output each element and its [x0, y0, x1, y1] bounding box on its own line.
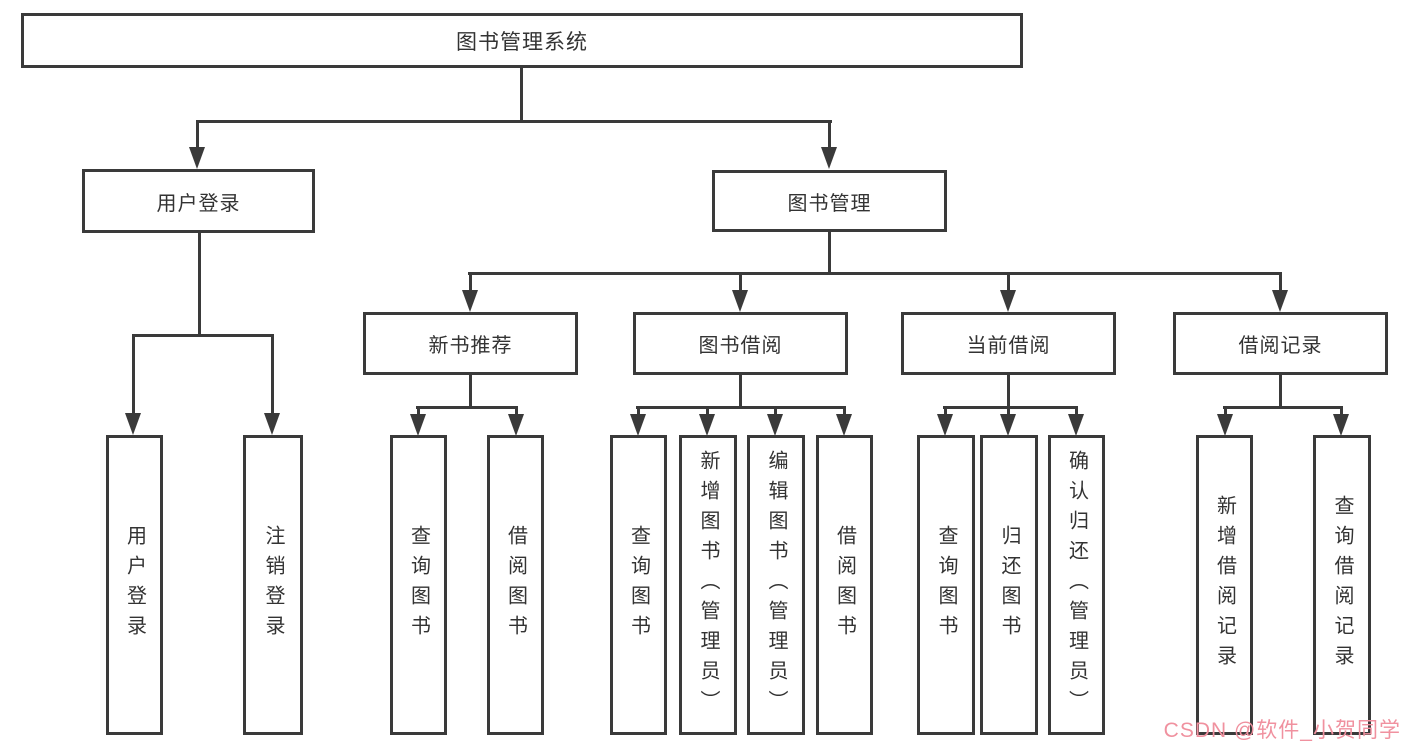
edge-drop	[1340, 406, 1343, 416]
edge-drop	[843, 406, 846, 416]
leaf-add-book-admin: 新增图书（管理员）	[679, 435, 737, 735]
node-label: 当前借阅	[966, 335, 1051, 357]
arrowhead-down-icon	[1333, 414, 1349, 436]
node-library-system: 图书管理系统	[21, 13, 1023, 68]
edge-drop-user-login	[196, 120, 199, 149]
edge-drop	[944, 406, 947, 416]
edge-drop-book-management	[828, 120, 831, 149]
leaf-borrow-books-borrowing: 借阅图书	[816, 435, 873, 735]
arrowhead-down-icon	[767, 414, 783, 436]
node-new-book-recommend: 新书推荐	[363, 312, 578, 375]
leaf-query-books-borrowing: 查询图书	[610, 435, 667, 735]
edge-book-management-bar	[468, 272, 1282, 275]
node-label: 用户登录	[123, 525, 146, 645]
leaf-return-books: 归还图书	[980, 435, 1038, 735]
node-label: 注销登录	[262, 525, 284, 645]
arrowhead-down-icon	[836, 414, 852, 436]
arrowhead-down-icon	[1068, 414, 1084, 436]
node-book-borrowing: 图书借阅	[633, 312, 848, 375]
arrowhead-down-icon	[699, 414, 715, 436]
leaf-add-borrow-record: 新增借阅记录	[1196, 435, 1253, 735]
node-user-login: 用户登录	[82, 169, 315, 233]
node-label: 确认归还（管理员）	[1065, 450, 1088, 720]
node-label: 借阅图书	[504, 525, 527, 645]
node-label: 查询图书	[935, 525, 957, 645]
edge-book-borrowing-bar	[636, 406, 846, 409]
edge-root-bar	[196, 120, 832, 123]
node-label: 借阅记录	[1238, 335, 1323, 357]
arrowhead-down-icon	[1217, 414, 1233, 436]
node-label: 图书借阅	[698, 335, 783, 357]
leaf-edit-book-admin: 编辑图书（管理员）	[747, 435, 805, 735]
arrowhead-down-icon	[462, 290, 478, 312]
arrowhead-down-icon	[732, 290, 748, 312]
node-label: 用户登录	[156, 192, 241, 215]
edge-drop	[706, 406, 709, 416]
edge-drop	[515, 406, 518, 416]
edge-new-book-stem	[469, 375, 472, 408]
edge-current-borrowing-stem	[1007, 374, 1010, 408]
arrowhead-down-icon	[937, 414, 953, 436]
leaf-logout: 注销登录	[243, 435, 303, 735]
edge-book-management-stem	[828, 232, 831, 274]
edge-current-borrowing-bar	[943, 406, 1078, 409]
edge-drop	[417, 406, 420, 416]
arrowhead-down-icon	[821, 147, 837, 169]
edge-user-login-bar	[132, 334, 274, 337]
node-label: 归还图书	[998, 525, 1020, 645]
edge-drop-book-borrowing	[739, 272, 742, 292]
leaf-query-borrow-record: 查询借阅记录	[1313, 435, 1371, 735]
leaf-borrow-books-recommend: 借阅图书	[487, 435, 544, 735]
node-current-borrowing: 当前借阅	[901, 312, 1116, 375]
edge-drop	[774, 406, 777, 416]
edge-drop-new-book	[469, 272, 472, 292]
arrowhead-down-icon	[508, 414, 524, 436]
arrowhead-down-icon	[1272, 290, 1288, 312]
node-label: 查询图书	[407, 525, 430, 645]
edge-drop	[1075, 406, 1078, 416]
watermark: CSDN @软件_小贺同学	[1163, 719, 1401, 742]
edge-borrowing-records-bar	[1223, 406, 1343, 409]
arrowhead-down-icon	[125, 413, 141, 435]
arrowhead-down-icon	[630, 414, 646, 436]
leaf-user-login: 用户登录	[106, 435, 163, 735]
edge-drop	[1224, 406, 1227, 416]
arrowhead-down-icon	[1000, 414, 1016, 436]
edge-drop	[637, 406, 640, 416]
arrowhead-down-icon	[189, 147, 205, 169]
edge-new-book-bar	[416, 406, 518, 409]
edge-user-login-stem	[198, 233, 201, 335]
edge-drop-leaf-user-login	[132, 334, 135, 414]
leaf-confirm-return-admin: 确认归还（管理员）	[1048, 435, 1105, 735]
node-label: 新书推荐	[428, 335, 513, 357]
node-label: 查询图书	[627, 525, 650, 645]
edge-drop-borrowing-records	[1279, 272, 1282, 292]
edge-book-borrowing-stem	[739, 375, 742, 408]
leaf-query-books-recommend: 查询图书	[390, 435, 447, 735]
node-label: 图书管理系统	[456, 30, 588, 54]
node-borrowing-records: 借阅记录	[1173, 312, 1388, 375]
node-label: 编辑图书（管理员）	[765, 450, 787, 720]
arrowhead-down-icon	[1000, 290, 1016, 312]
arrowhead-down-icon	[264, 413, 280, 435]
leaf-query-books-current: 查询图书	[917, 435, 975, 735]
edge-borrowing-records-stem	[1279, 375, 1282, 408]
edge-drop-current-borrowing	[1007, 272, 1010, 292]
edge-root-stem	[520, 68, 523, 121]
edge-drop-leaf-logout	[271, 334, 274, 414]
node-label: 新增图书（管理员）	[697, 450, 719, 720]
edge-drop	[1007, 406, 1010, 416]
node-label: 新增借阅记录	[1213, 495, 1236, 675]
node-label: 图书管理	[787, 192, 872, 215]
node-book-management: 图书管理	[712, 170, 947, 232]
node-label: 借阅图书	[833, 525, 856, 645]
node-label: 查询借阅记录	[1331, 495, 1353, 675]
arrowhead-down-icon	[410, 414, 426, 436]
